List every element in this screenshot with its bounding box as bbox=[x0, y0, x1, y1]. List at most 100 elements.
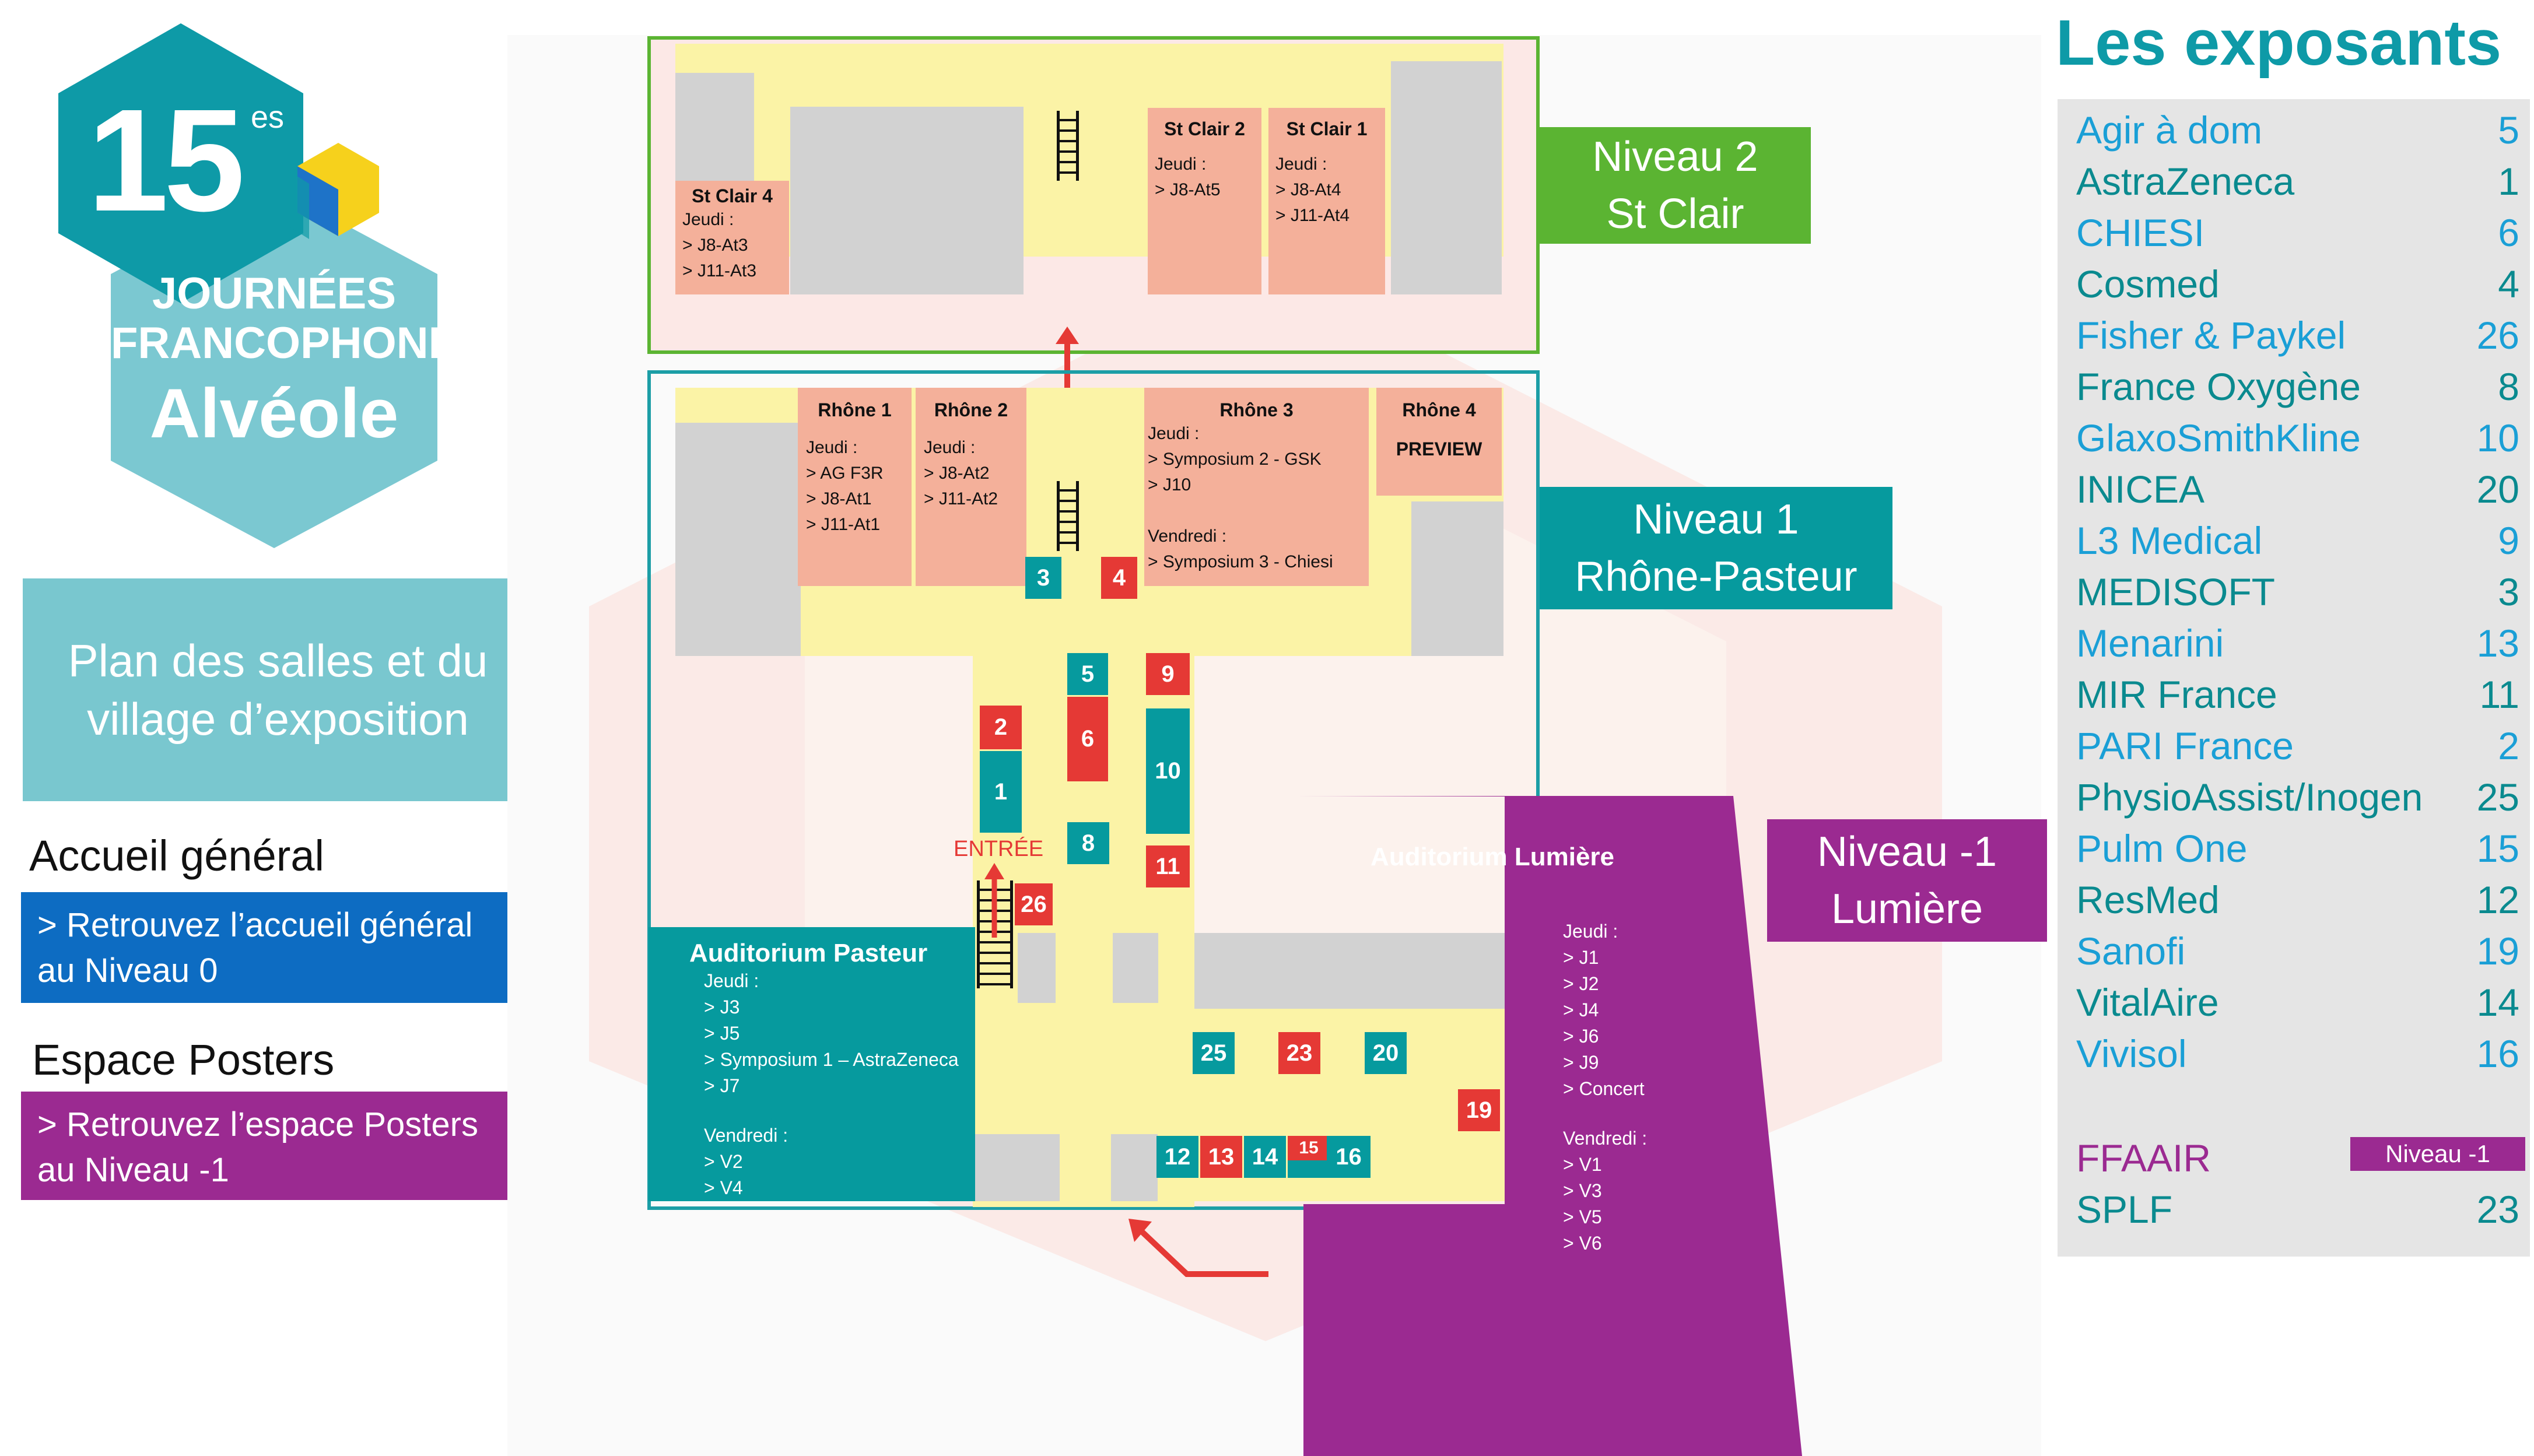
booth-11[interactable]: 11 bbox=[1146, 845, 1190, 887]
niveau-moins1-label: Niveau -1 Lumière bbox=[1767, 819, 2047, 942]
exhibitor-row[interactable]: INICEA 20 bbox=[2076, 467, 2519, 518]
booth-26[interactable]: 26 bbox=[1015, 883, 1053, 925]
exhibitor-number: 2 bbox=[2498, 724, 2519, 767]
room-line: > Concert bbox=[1563, 1078, 1645, 1099]
room-line: Jeudi : bbox=[1275, 155, 1327, 174]
exhibitor-name: INICEA bbox=[2076, 468, 2205, 511]
entrance-arrow-icon bbox=[984, 863, 1004, 938]
room-line: > J8-At4 bbox=[1275, 180, 1341, 199]
accueil-title: Accueil général bbox=[29, 832, 324, 880]
booth-16[interactable]: 16 bbox=[1327, 1136, 1371, 1178]
room-line: Jeudi : bbox=[1563, 921, 1618, 942]
room-line: > Symposium 2 - GSK bbox=[1148, 450, 1322, 469]
room-line: > J11-At4 bbox=[1275, 206, 1350, 225]
booth-label: 20 bbox=[1372, 1040, 1399, 1066]
room-line: PREVIEW bbox=[1396, 438, 1482, 459]
room-line: > J9 bbox=[1563, 1052, 1599, 1073]
room-line: > J4 bbox=[1563, 999, 1599, 1020]
room-name: St Clair 4 bbox=[692, 185, 773, 206]
niveau2-block-c bbox=[1391, 61, 1502, 294]
exhibitor-name: VitalAire bbox=[2076, 981, 2219, 1024]
room-line: > J11-At2 bbox=[924, 489, 998, 508]
booth-1[interactable]: 1 bbox=[980, 751, 1022, 833]
exhibitor-name: CHIESI bbox=[2076, 211, 2205, 254]
room-line: > J8-At3 bbox=[682, 236, 748, 255]
exhibitor-name: AstraZeneca bbox=[2076, 160, 2295, 203]
logo-superscript: es bbox=[251, 100, 285, 135]
room-line: > J3 bbox=[704, 997, 740, 1018]
niveau1-block-left bbox=[675, 423, 801, 656]
exhibitor-name: ResMed bbox=[2076, 878, 2220, 921]
exhibitor-number: 6 bbox=[2498, 211, 2519, 254]
booth-10[interactable]: 10 bbox=[1146, 708, 1190, 834]
booth-5[interactable]: 5 bbox=[1067, 653, 1108, 695]
booth-20-overlay: 20 bbox=[1365, 1032, 1407, 1074]
room-line: > J11-At1 bbox=[806, 515, 881, 534]
booth-15-base bbox=[1288, 1160, 1330, 1178]
exhibitor-name: GlaxoSmithKline bbox=[2076, 416, 2361, 459]
room-line: Jeudi : bbox=[806, 438, 858, 457]
booth-2[interactable]: 2 bbox=[980, 706, 1022, 749]
room-line: > J2 bbox=[1563, 973, 1599, 994]
room-line bbox=[1563, 1102, 1738, 1125]
plan-title: Plan des salles et du village d’expositi… bbox=[68, 635, 488, 745]
niveau1-block-right bbox=[1411, 501, 1503, 656]
entrance-arrow-icon bbox=[1128, 1219, 1268, 1277]
booth-3[interactable]: 3 bbox=[1025, 557, 1061, 599]
exhibitor-row[interactable]: CHIESI 6 bbox=[2076, 210, 2519, 262]
exhibitor-number: 8 bbox=[2498, 365, 2519, 408]
booth-15[interactable]: 15 bbox=[1288, 1136, 1330, 1160]
exhibitor-number: 20 bbox=[2476, 468, 2519, 511]
niveau2-line1: Niveau 2 bbox=[1592, 134, 1758, 180]
auditorium-lumiere-shape bbox=[1296, 796, 1802, 1456]
room-line: > J5 bbox=[704, 1023, 740, 1044]
exhibitor-row[interactable]: GlaxoSmithKline 10 bbox=[2076, 416, 2519, 467]
posters-text: > Retrouvez l’espace Posters au Niveau -… bbox=[37, 1106, 478, 1189]
booth-8[interactable]: 8 bbox=[1067, 822, 1109, 864]
exhibitor-row[interactable]: VitalAire 14 bbox=[2076, 980, 2519, 1032]
accueil-text: > Retrouvez l’accueil général au Niveau … bbox=[37, 906, 473, 990]
exhibitor-ffaair: FFAAIR Niveau -1 bbox=[2076, 1136, 2525, 1187]
pillar bbox=[1018, 933, 1056, 1003]
room-st-clair-2: St Clair 2 Jeudi : > J8-At5 bbox=[1148, 108, 1261, 294]
booth-12[interactable]: 12 bbox=[1156, 1136, 1198, 1178]
booth-9[interactable]: 9 bbox=[1146, 653, 1190, 695]
niveau-moins1-line1: Niveau -1 bbox=[1817, 829, 1997, 875]
booth-6[interactable]: 6 bbox=[1067, 697, 1108, 781]
room-st-clair-4: St Clair 4 Jeudi : > J8-At3 > J11-At3 bbox=[675, 181, 789, 294]
exhibitor-number: 11 bbox=[2479, 673, 2519, 716]
event-logo: 15 es JOURNÉES FRANCOPHONES Alvéole bbox=[35, 17, 488, 566]
exhibitor-number: 14 bbox=[2476, 981, 2519, 1024]
room-name: St Clair 2 bbox=[1164, 118, 1245, 139]
room-rhone-1: Rhône 1 Jeudi : > AG F3R > J8-At1 > J11-… bbox=[798, 388, 912, 586]
room-line: Jeudi : bbox=[704, 970, 759, 991]
room-line: > J10 bbox=[1148, 475, 1191, 494]
niveau1-line2: Rhône-Pasteur bbox=[1575, 553, 1857, 600]
exhibitor-number: 5 bbox=[2498, 108, 2519, 152]
booth-14[interactable]: 14 bbox=[1244, 1136, 1286, 1178]
booth-4[interactable]: 4 bbox=[1101, 557, 1137, 599]
exhibitor-number: 16 bbox=[2476, 1032, 2519, 1075]
booth-19-overlay: 19 bbox=[1458, 1089, 1500, 1131]
booth-13[interactable]: 13 bbox=[1200, 1136, 1242, 1178]
niveau1-label: Niveau 1 Rhône-Pasteur bbox=[1540, 487, 1892, 609]
posters-box: > Retrouvez l’espace Posters au Niveau -… bbox=[21, 1092, 535, 1200]
exhibitor-number: 19 bbox=[2476, 929, 2519, 973]
exhibitor-number: 15 bbox=[2476, 827, 2519, 870]
exhibitor-number: 10 bbox=[2476, 416, 2519, 459]
